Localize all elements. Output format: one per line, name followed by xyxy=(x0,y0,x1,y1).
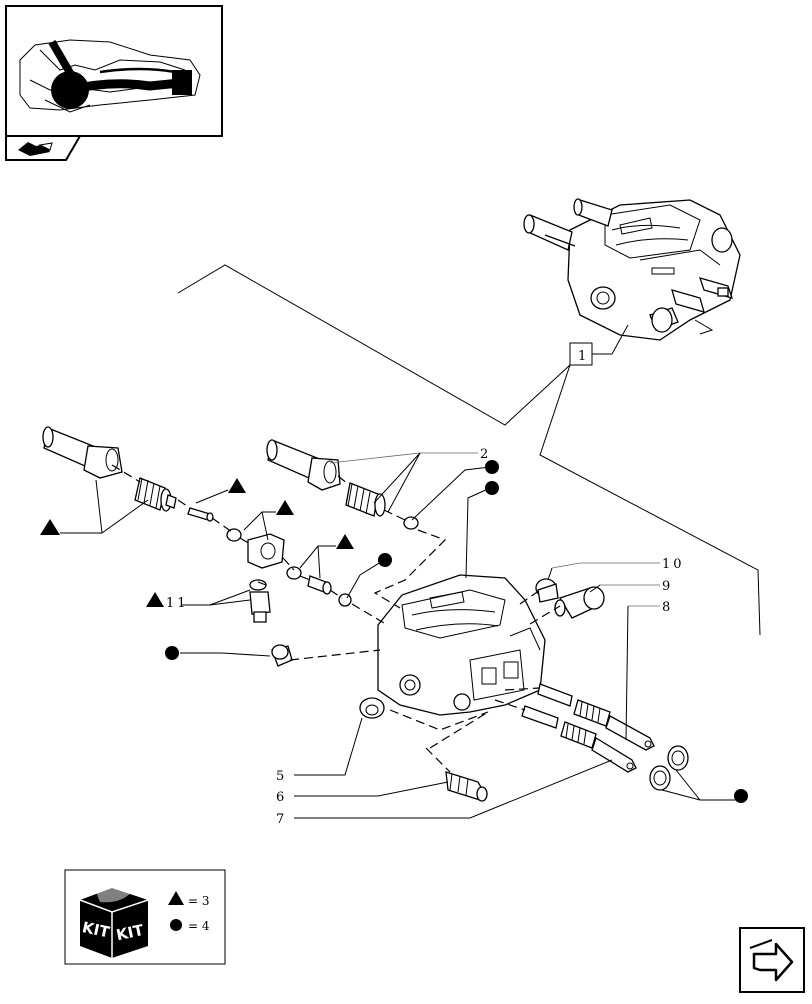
spool-part-8 xyxy=(537,683,655,751)
callout-2-label: 2 xyxy=(480,447,491,462)
callout-1-label: 1 xyxy=(578,349,589,364)
triangle-marker-icon xyxy=(276,500,294,515)
kit-word-right: KIT xyxy=(115,921,146,944)
detent-block xyxy=(247,533,285,569)
tractor-sketch xyxy=(19,39,201,113)
plug-part-5 xyxy=(359,697,385,719)
kit-circle-count: = 4 xyxy=(188,919,210,933)
fitting-part-6 xyxy=(445,771,488,802)
seal-ring-mid xyxy=(286,566,302,580)
callout-6-label: 6 xyxy=(276,790,287,805)
triangle-marker-icon xyxy=(40,519,60,535)
plug-left xyxy=(271,644,293,667)
circle-marker-icon xyxy=(170,919,182,931)
kit-word-left: KIT xyxy=(81,918,112,941)
callout-10-label: 10 xyxy=(662,557,685,572)
spool-cap-left xyxy=(42,426,123,479)
fitting-part-9 xyxy=(554,586,605,619)
circle-markers xyxy=(165,460,748,803)
kit-legend: KIT KIT = 3 = 4 xyxy=(64,869,226,965)
triangle-marker-icon xyxy=(168,891,184,905)
assembly-bracket-line xyxy=(177,264,761,636)
book-back-icon[interactable] xyxy=(5,135,82,161)
plunger xyxy=(307,575,332,595)
spring-left xyxy=(134,477,177,512)
seal-ring-left xyxy=(226,528,242,542)
callout-leaders xyxy=(60,452,740,819)
assembled-valve-illustration xyxy=(523,198,741,341)
triangle-markers xyxy=(40,478,354,607)
seal-ring-top xyxy=(403,516,419,530)
circle-marker-icon xyxy=(165,646,179,660)
callout-1[interactable]: 1 xyxy=(569,324,629,366)
assembly-dash-lines xyxy=(111,464,561,773)
triangle-marker-icon xyxy=(146,592,164,607)
circle-marker-icon xyxy=(378,553,392,567)
triangle-marker-icon xyxy=(228,478,246,493)
overview-thumbnail[interactable] xyxy=(5,5,223,137)
spool-part-7 xyxy=(521,705,637,773)
callout-numbers: 2 11 5 6 7 10 9 8 xyxy=(166,447,685,827)
circle-marker-icon xyxy=(734,789,748,803)
seal-ring-right xyxy=(338,593,352,607)
o-rings-right xyxy=(649,745,689,791)
triangle-marker-icon xyxy=(336,534,354,549)
spool-cap-center xyxy=(266,439,341,491)
callout-9-label: 9 xyxy=(662,579,673,594)
spring-center xyxy=(345,482,386,517)
kit-triangle-count: = 3 xyxy=(188,894,210,908)
detent-pin xyxy=(187,507,214,522)
callout-7-label: 7 xyxy=(276,812,287,827)
circle-marker-icon xyxy=(485,481,499,495)
callout-11-label: 11 xyxy=(166,596,189,611)
next-page-arrow-icon[interactable] xyxy=(739,927,805,993)
valve-body xyxy=(377,574,546,716)
sensor-part-11 xyxy=(249,579,271,623)
callout-5-label: 5 xyxy=(276,769,287,784)
callout-8-label: 8 xyxy=(662,600,673,615)
kit-box-icon: KIT KIT xyxy=(79,886,149,958)
circle-marker-icon xyxy=(485,460,499,474)
plug-part-10 xyxy=(535,578,559,603)
